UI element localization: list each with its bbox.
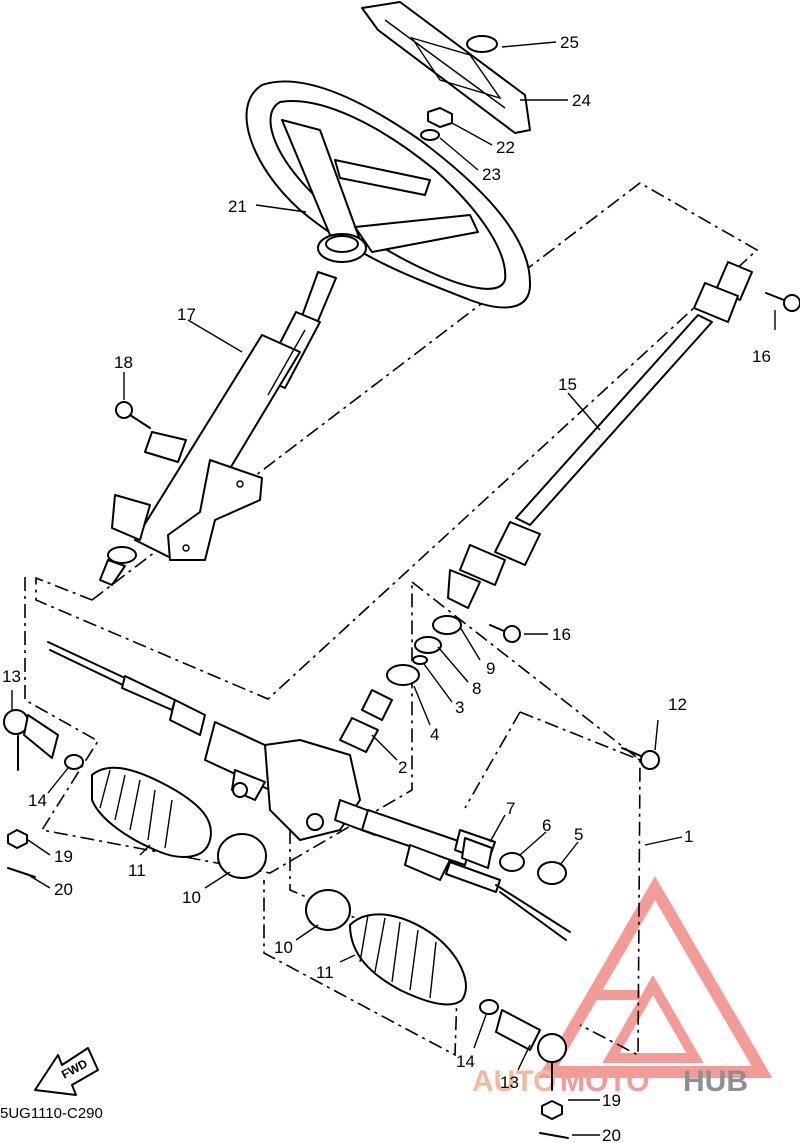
- bolt-16-lower: [489, 624, 521, 643]
- callout-11-right: 11: [316, 963, 334, 982]
- callout-5: 5: [574, 825, 583, 844]
- steering-column: [99, 271, 337, 586]
- bolt-12: [621, 747, 660, 770]
- callout-13-left: 13: [2, 667, 21, 686]
- callout-16-upper: 16: [752, 347, 771, 366]
- callout-3: 3: [455, 698, 464, 717]
- callout-25: 25: [560, 33, 579, 52]
- steering-wheel: [245, 80, 532, 309]
- bushing-6: [499, 852, 525, 872]
- wheel-nut-and-washer: [420, 107, 453, 141]
- callout-14-left: 14: [28, 791, 47, 810]
- cotter-pin-20-right: [539, 1132, 569, 1139]
- intermediate-shaft: [447, 261, 753, 609]
- nut-19-left: [7, 829, 28, 849]
- tie-rod-end-left: [3, 709, 59, 771]
- assembly-boundaries: [24, 182, 759, 1057]
- callout-19-left: 19: [54, 847, 73, 866]
- steering-rack: [47, 641, 571, 941]
- watermark-moto: MOTO: [560, 1065, 649, 1098]
- callout-13-right: 13: [500, 1073, 519, 1092]
- leader-lines: [11, 41, 776, 1136]
- callout-2: 2: [398, 758, 407, 777]
- watermark-auto: AUTO: [472, 1065, 556, 1098]
- callout-labels: 25 24 22 23 21 17 16 18 15 16 9 8 3 4 2 …: [2, 33, 771, 1143]
- callout-12: 12: [668, 695, 687, 714]
- boot-11-right: [349, 913, 467, 1006]
- pinion-parts: [339, 615, 462, 753]
- callout-8: 8: [472, 679, 481, 698]
- callout-14-right: 14: [456, 1052, 475, 1071]
- nut-19-right: [541, 1100, 563, 1120]
- callout-22: 22: [496, 138, 515, 157]
- watermark-triangle: [537, 876, 773, 1078]
- callout-1: 1: [684, 827, 693, 846]
- callout-4: 4: [430, 725, 439, 744]
- horn-pad-cover: [361, 1, 531, 134]
- callout-9: 9: [486, 659, 495, 678]
- callout-19-right: 19: [602, 1091, 621, 1110]
- bushing-7: [461, 837, 493, 869]
- callout-15: 15: [558, 375, 577, 394]
- callout-23: 23: [482, 165, 501, 184]
- callout-10-right: 10: [274, 938, 293, 957]
- callout-7: 7: [506, 799, 515, 818]
- callout-24: 24: [572, 91, 591, 110]
- callout-17: 17: [177, 305, 196, 324]
- bolt-16-upper: [765, 292, 800, 312]
- bolt-18: [115, 401, 151, 429]
- fwd-arrow: FWD: [34, 1047, 99, 1096]
- clamp-10-right: [305, 889, 351, 931]
- callout-21: 21: [228, 197, 247, 216]
- clamp-10-left: [217, 833, 267, 879]
- cotter-pin-20-left: [7, 867, 36, 878]
- callout-20-right: 20: [602, 1126, 621, 1143]
- watermark: AUTO MOTO HUB: [472, 876, 773, 1098]
- callout-20-left: 20: [54, 880, 73, 899]
- watermark-hub: HUB: [683, 1065, 748, 1098]
- boot-11-left: [91, 766, 212, 858]
- diagram-code: 5UG1110-C290: [0, 1105, 103, 1122]
- callout-11-left: 11: [128, 861, 146, 880]
- callout-6: 6: [542, 816, 551, 835]
- tie-rod-end-right: [495, 1009, 567, 1091]
- nut-14-right: [479, 999, 499, 1015]
- bushing-5: [537, 861, 567, 885]
- nut-14-left: [64, 754, 84, 770]
- callout-16-lower: 16: [552, 625, 571, 644]
- callout-18: 18: [114, 353, 133, 372]
- callout-10-left: 10: [182, 888, 201, 907]
